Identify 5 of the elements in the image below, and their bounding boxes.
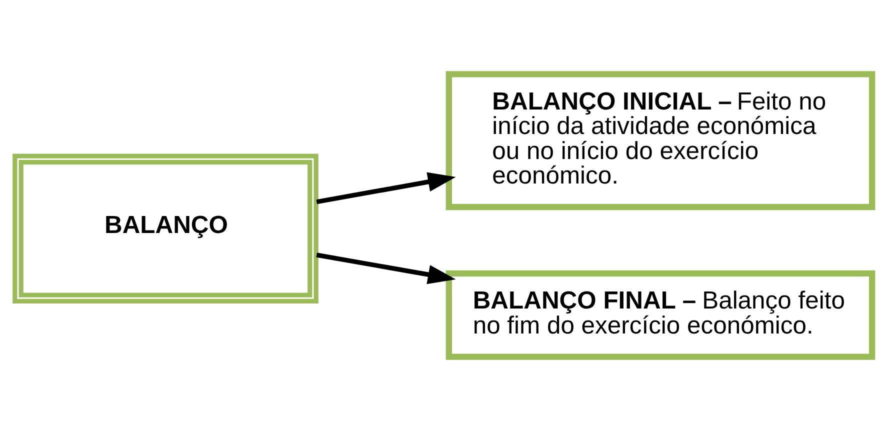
- arrow: [316, 252, 456, 284]
- node-box: BALANÇO FINAL – Balanço feito no fim do exercício económico.: [446, 270, 876, 360]
- arrow: [316, 172, 456, 204]
- node-box: BALANÇO INICIAL – Feito no início da atividade económica ou no início do exercício económico.: [446, 70, 876, 210]
- node-box: BALANÇO: [12, 153, 318, 304]
